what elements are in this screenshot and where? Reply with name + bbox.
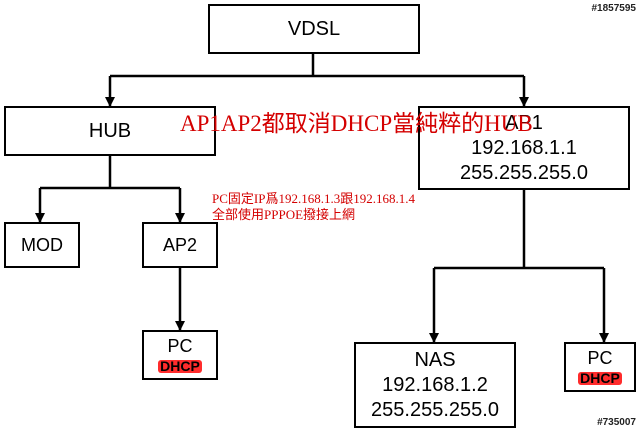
node-nas-label: NAS xyxy=(414,348,456,371)
node-ap1: AP1 192.168.1.1 255.255.255.0 xyxy=(418,106,630,190)
note-headline: AP1AP2都取消DHCP當純粹的HUB xyxy=(180,111,533,136)
node-ap1-label: AP1 xyxy=(505,111,543,134)
node-hub: HUB xyxy=(4,106,216,156)
node-mod-label: MOD xyxy=(21,234,63,255)
node-pc-left-label: PC xyxy=(167,336,193,356)
node-pc-left: PC DHCP xyxy=(142,330,218,380)
node-nas: NAS 192.168.1.2 255.255.255.0 xyxy=(354,342,516,428)
node-hub-label: HUB xyxy=(88,119,132,142)
node-nas-mask: 255.255.255.0 xyxy=(371,398,499,421)
node-vdsl-label: VDSL xyxy=(287,17,341,40)
node-pc-right: PC DHCP xyxy=(564,342,636,392)
watermark-bottom: #735007 xyxy=(597,417,636,428)
node-ap2: AP2 xyxy=(142,222,218,268)
node-vdsl: VDSL xyxy=(208,4,420,54)
node-ap2-label: AP2 xyxy=(162,234,198,255)
node-pc-right-sub: DHCP xyxy=(578,369,622,386)
watermark-top: #1857595 xyxy=(591,3,637,14)
note-line2: 全部使用PPPOE撥接上網 xyxy=(212,207,356,222)
note-line1: PC固定IP爲192.168.1.3跟192.168.1.4 xyxy=(212,191,415,206)
node-nas-ip: 192.168.1.2 xyxy=(382,373,488,396)
node-mod: MOD xyxy=(4,222,80,268)
node-pc-right-label: PC xyxy=(587,348,613,368)
node-ap1-mask: 255.255.255.0 xyxy=(460,161,588,184)
node-ap1-ip: 192.168.1.1 xyxy=(471,136,577,159)
node-pc-left-sub: DHCP xyxy=(158,357,202,374)
